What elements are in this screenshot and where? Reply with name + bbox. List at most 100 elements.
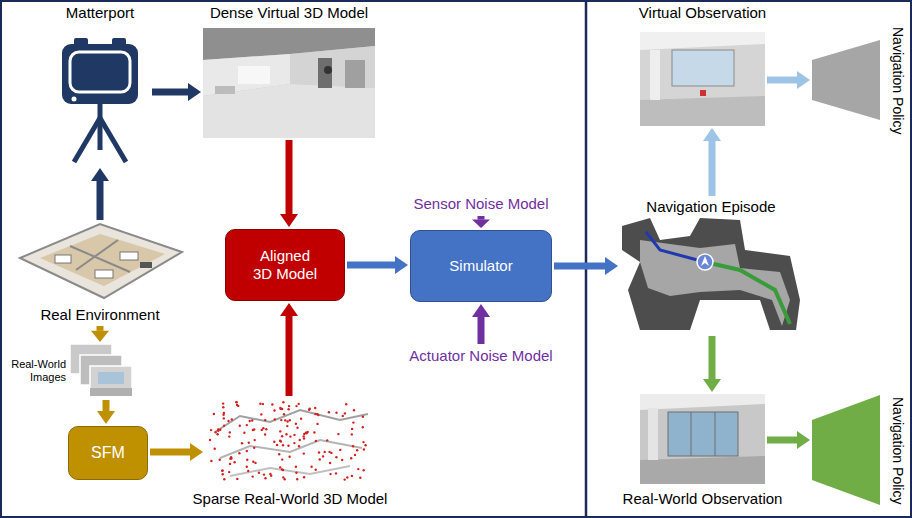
point-cloud-image-part	[220, 440, 362, 458]
virtual-observation-image-part	[640, 32, 765, 126]
point-cloud-dots-part	[306, 431, 308, 433]
point-cloud-dots-part	[342, 415, 344, 417]
point-cloud-dots-part	[210, 460, 212, 462]
point-cloud-dots-part	[363, 448, 365, 450]
point-cloud-dots-part	[280, 440, 282, 442]
point-cloud-dots-part	[230, 456, 232, 458]
point-cloud-dots	[209, 401, 367, 481]
point-cloud-dots-part	[351, 475, 353, 477]
arrow-head	[188, 83, 201, 101]
arrow-head	[797, 71, 810, 89]
real-environment-image-part	[20, 224, 182, 298]
point-cloud-dots-part	[246, 450, 248, 452]
point-cloud-dots-part	[295, 405, 297, 407]
point-cloud-dots-part	[221, 470, 223, 472]
real-observation-image-part	[691, 412, 692, 456]
real-environment-image-part	[55, 255, 71, 263]
real-environment-image	[20, 224, 182, 298]
point-cloud-dots-part	[350, 457, 352, 459]
point-cloud-dots-part	[356, 449, 358, 451]
real-environment-image-part	[40, 234, 165, 286]
arrow-head	[472, 220, 490, 228]
navigation-map-part	[620, 216, 802, 334]
point-cloud-dots-part	[259, 403, 261, 405]
real-observation-image-part	[640, 456, 765, 484]
arrow-shaft	[478, 216, 485, 220]
arrow-head	[280, 303, 298, 316]
arrow-shaft	[97, 326, 104, 331]
point-cloud-dots-part	[317, 414, 319, 416]
image-node: Real Environment	[15, 222, 185, 324]
point-cloud-dots-part	[310, 466, 312, 468]
camera-node: Matterport	[50, 4, 150, 166]
point-cloud-dots-part	[274, 418, 276, 420]
point-cloud-dots-part	[246, 424, 248, 426]
arrow-shaft	[554, 263, 605, 270]
real-observation-image-part	[648, 408, 658, 460]
point-cloud-dots-part	[262, 427, 264, 429]
point-cloud-dots-part	[280, 419, 282, 421]
point-cloud-dots-part	[254, 462, 256, 464]
camera-icon	[62, 38, 138, 162]
connector-arrow	[150, 443, 203, 461]
point-cloud-dots-part	[246, 459, 248, 461]
point-cloud-dots-part	[228, 471, 230, 473]
camera-icon-part	[100, 118, 126, 162]
virtual-observation-image	[640, 32, 765, 126]
box-label: Aligned 3D Model	[251, 247, 319, 283]
point-cloud-dots-part	[287, 408, 289, 410]
virtual-model-image-part	[290, 46, 375, 88]
camera-icon-part	[74, 118, 100, 162]
point-cloud-dots-part	[213, 413, 215, 415]
point-cloud-dots-part	[362, 416, 364, 418]
point-cloud-dots-part	[214, 431, 216, 433]
real-environment-image-part	[140, 262, 152, 268]
real-observation-image-part	[668, 412, 738, 456]
point-cloud-dots-part	[303, 437, 305, 439]
point-cloud-dots-part	[214, 448, 216, 450]
process-box: Aligned 3D Model	[225, 229, 345, 301]
point-cloud-dots-part	[346, 476, 348, 478]
point-cloud-dots-part	[223, 417, 225, 419]
point-cloud-dots-part	[344, 478, 346, 480]
connector-arrow	[280, 303, 298, 396]
arrow-head	[472, 304, 490, 317]
point-cloud-dots-part	[210, 429, 212, 431]
virtual-model-image-part	[318, 58, 332, 88]
point-cloud-dots-part	[328, 411, 330, 413]
point-cloud-dots-part	[351, 428, 353, 430]
virtual-observation-image-part	[700, 90, 706, 96]
point-cloud-dots-part	[273, 441, 275, 443]
point-cloud-dots-part	[271, 403, 273, 405]
point-cloud-dots-part	[236, 401, 238, 403]
point-cloud-dots-part	[296, 427, 298, 429]
image-stack-node: Real-World Images	[4, 344, 136, 398]
connector-arrow	[472, 216, 490, 228]
connector-arrow	[703, 336, 721, 392]
connector-arrow	[703, 128, 721, 196]
point-cloud-dots-part	[249, 420, 251, 422]
point-cloud-dots-part	[329, 473, 331, 475]
point-cloud-dots-part	[228, 435, 230, 437]
point-cloud-dots-part	[265, 428, 267, 430]
virtual-observation-image-part	[672, 50, 734, 86]
point-cloud-dots-part	[236, 478, 238, 480]
node-label: Virtual Observation	[639, 4, 766, 22]
arrow-shaft	[767, 437, 797, 444]
real-observation-image-part	[640, 394, 765, 410]
navigation-map	[620, 216, 802, 334]
arrow-shaft	[709, 336, 716, 379]
point-cloud-dots-part	[300, 418, 302, 420]
real-environment-image-part	[76, 240, 118, 270]
point-cloud-dots-part	[316, 423, 318, 425]
arrow-head	[97, 411, 115, 424]
node-label: Real Environment	[40, 306, 159, 324]
point-cloud-dots-part	[299, 439, 301, 441]
point-cloud-dots-part	[295, 472, 297, 474]
arrow-shaft	[97, 181, 104, 220]
connector-arrow	[347, 256, 408, 274]
arrow-head	[703, 128, 721, 141]
arrow-head	[91, 331, 109, 342]
point-cloud-dots-part	[295, 423, 297, 425]
